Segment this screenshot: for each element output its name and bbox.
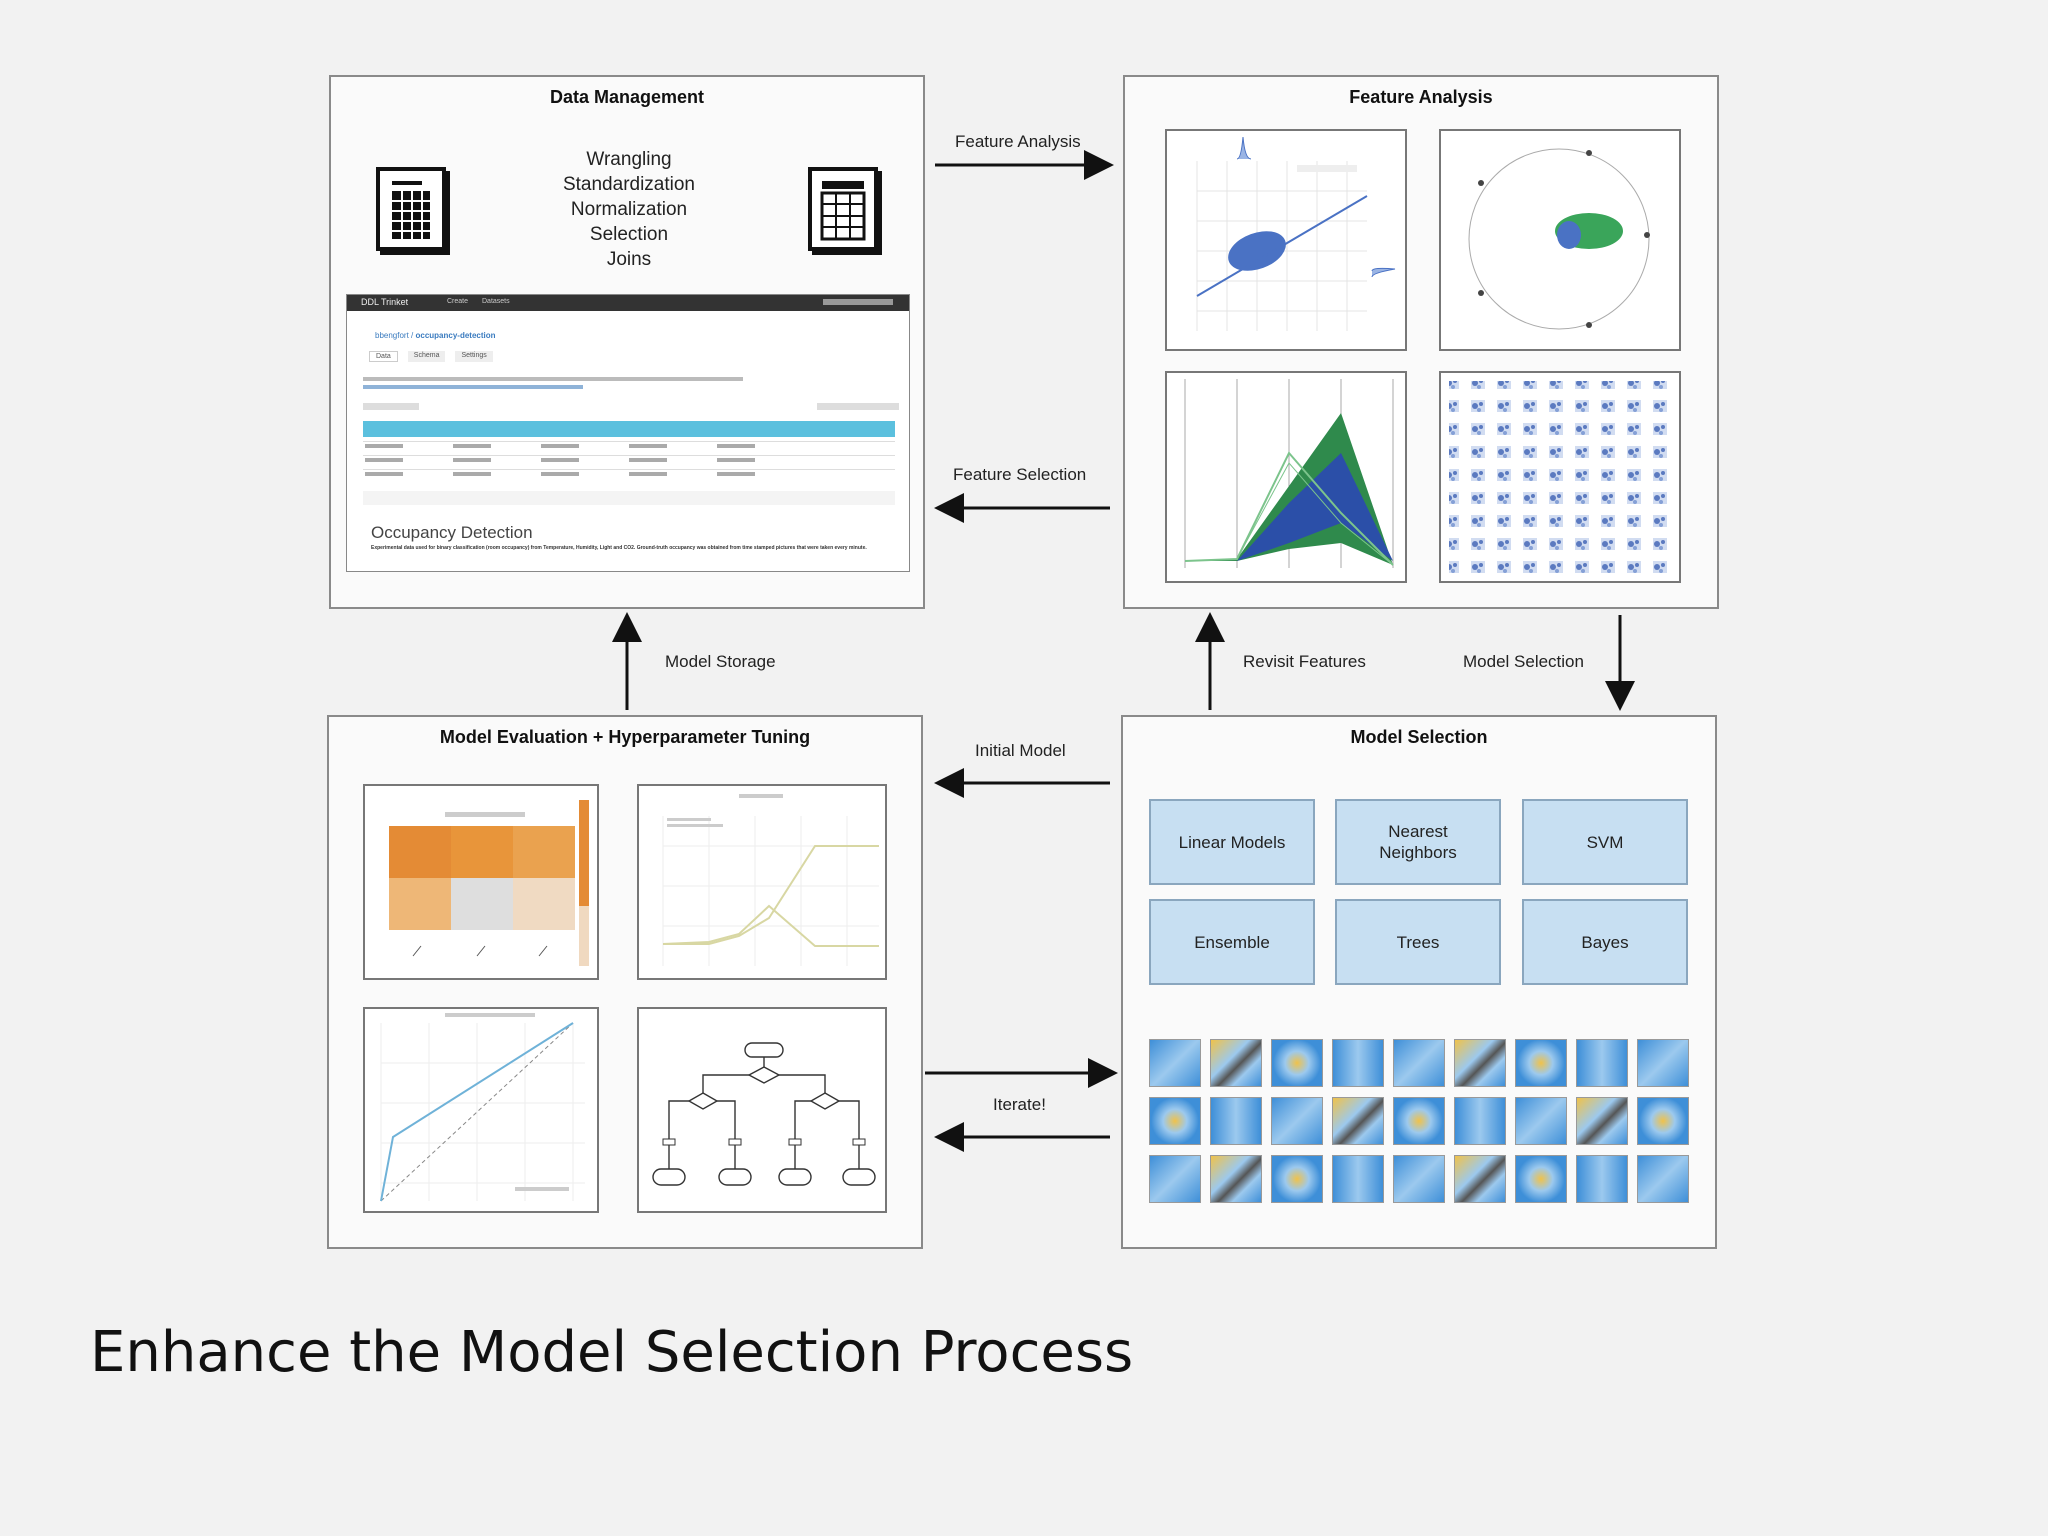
- classifier-thumbnail: [1576, 1039, 1628, 1087]
- files-table-header: [363, 421, 895, 437]
- model-selection-panel: Model Selection Linear Models Nearest Ne…: [1121, 715, 1717, 1249]
- panel-title: Model Selection: [1350, 727, 1488, 747]
- label-model-storage: Model Storage: [665, 652, 776, 671]
- dataset-tabs: Data Schema Settings: [369, 351, 493, 362]
- nav-create: Create: [447, 298, 469, 305]
- classifier-thumbnail: [1271, 1155, 1323, 1203]
- classifier-thumbnail: [1576, 1155, 1628, 1203]
- classifier-thumbnail: [1271, 1097, 1323, 1145]
- model-evaluation-panel: Model Evaluation + Hyperparameter Tuning: [327, 715, 923, 1249]
- dataset-web-screenshot: DDL Trinket Create Datasets bbengfort / …: [346, 294, 910, 572]
- tab-settings: Settings: [455, 351, 493, 362]
- table-row: [365, 472, 765, 476]
- classifier-thumbnail: [1576, 1097, 1628, 1145]
- desc-line-2: [363, 385, 583, 389]
- classifier-thumbnail: [1271, 1039, 1323, 1087]
- classifier-thumbnail: [1454, 1039, 1506, 1087]
- classifier-thumbnail: [1332, 1097, 1384, 1145]
- app-name: DDL Trinket: [361, 297, 409, 307]
- table-row: [365, 444, 765, 448]
- panel-title: Feature Analysis: [1349, 87, 1493, 107]
- label-revisit-features: Revisit Features: [1243, 652, 1366, 671]
- classifier-thumbnail: [1210, 1097, 1262, 1145]
- classifier-thumbnail: [1454, 1097, 1506, 1145]
- classifier-thumbnail: [1515, 1039, 1567, 1087]
- classifier-thumbnail: [1332, 1155, 1384, 1203]
- model-ensemble[interactable]: Ensemble: [1149, 899, 1315, 985]
- step-joins: Joins: [606, 249, 652, 270]
- label-feature-selection: Feature Selection: [953, 465, 1087, 484]
- classification-heatmap-graphic: [389, 800, 589, 966]
- label-iterate: Iterate!: [993, 1095, 1046, 1114]
- classifier-thumbnail: [1637, 1097, 1689, 1145]
- breadcrumb: bbengfort / occupancy-detection: [375, 331, 496, 340]
- spreadsheet-document-icon: [376, 167, 450, 255]
- wrangling-steps: Wrangling Standardization Normalization …: [529, 147, 729, 272]
- classifier-thumbnail: [1149, 1155, 1201, 1203]
- step-standardization: Standardization: [562, 174, 696, 195]
- parallel-coordinates-thumbnail: [1165, 371, 1407, 583]
- classifier-comparison-grid: [1149, 1039, 1695, 1209]
- model-bayes[interactable]: Bayes: [1522, 899, 1688, 985]
- slide-caption: Enhance the Model Selection Process: [90, 1320, 1134, 1385]
- crumb-user: bbengfort: [375, 331, 409, 340]
- classifier-thumbnail: [1393, 1097, 1445, 1145]
- tab-schema: Schema: [407, 351, 446, 362]
- joint-plot-thumbnail: [1165, 129, 1407, 351]
- scatter-matrix-graphic: [1441, 373, 1679, 581]
- user-menu: [823, 299, 893, 305]
- classifier-thumbnail: [1637, 1155, 1689, 1203]
- small-button: [363, 403, 419, 410]
- classifier-thumbnail: [1210, 1155, 1262, 1203]
- classifier-thumbnail: [1637, 1039, 1689, 1087]
- step-selection: Selection: [589, 224, 669, 245]
- label-initial-model: Initial Model: [975, 741, 1066, 760]
- classifier-thumbnail: [1515, 1155, 1567, 1203]
- parallel-coordinates-graphic: [1184, 379, 1394, 568]
- decision-tree-graphic: [652, 1042, 876, 1186]
- classifier-thumbnail: [1149, 1039, 1201, 1087]
- step-normalization: Normalization: [570, 199, 688, 220]
- nav-datasets: Datasets: [482, 298, 510, 305]
- desc-line-1: [363, 377, 743, 381]
- upload-buttons: [817, 403, 899, 410]
- model-trees[interactable]: Trees: [1335, 899, 1501, 985]
- classifier-thumbnail: [1393, 1155, 1445, 1203]
- radviz-thumbnail: [1439, 129, 1681, 351]
- model-linear-models[interactable]: Linear Models: [1149, 799, 1315, 885]
- roc-curve-graphic: [380, 1013, 585, 1202]
- readme-bar: [363, 491, 895, 505]
- app-header-bar: DDL Trinket Create Datasets: [347, 295, 909, 311]
- classifier-thumbnail: [1149, 1097, 1201, 1145]
- feature-analysis-panel: Feature Analysis: [1123, 75, 1719, 609]
- classifier-thumbnail: [1210, 1039, 1262, 1087]
- classification-report-thumbnail: [363, 784, 599, 980]
- validation-curve-thumbnail: [637, 784, 887, 980]
- table-row: [365, 458, 765, 462]
- validation-curve-graphic: [662, 794, 879, 966]
- decision-tree-thumbnail: [637, 1007, 887, 1213]
- crumb-repo: occupancy-detection: [415, 331, 496, 340]
- classifier-thumbnail: [1515, 1097, 1567, 1145]
- panel-title: Data Management: [549, 87, 705, 107]
- roc-curve-thumbnail: [363, 1007, 599, 1213]
- tab-data: Data: [369, 351, 398, 362]
- joint-plot-graphic: [1196, 136, 1396, 331]
- label-feature-analysis: Feature Analysis: [955, 132, 1081, 151]
- classifier-thumbnail: [1454, 1155, 1506, 1203]
- dataset-description: Experimental data used for binary classi…: [371, 545, 867, 551]
- data-management-panel: Data Management Wrangling Standardizatio…: [329, 75, 925, 609]
- scatter-matrix-thumbnail: [1439, 371, 1681, 583]
- panel-title: Model Evaluation + Hyperparameter Tuning: [439, 727, 811, 747]
- model-nearest-neighbors[interactable]: Nearest Neighbors: [1335, 799, 1501, 885]
- label-model-selection: Model Selection: [1463, 652, 1584, 671]
- model-svm[interactable]: SVM: [1522, 799, 1688, 885]
- classifier-thumbnail: [1332, 1039, 1384, 1087]
- step-wrangling: Wrangling: [586, 149, 672, 170]
- radviz-graphic: [1468, 148, 1650, 330]
- classifier-thumbnail: [1393, 1039, 1445, 1087]
- dataset-heading: Occupancy Detection: [371, 523, 533, 542]
- table-document-icon: [808, 167, 882, 255]
